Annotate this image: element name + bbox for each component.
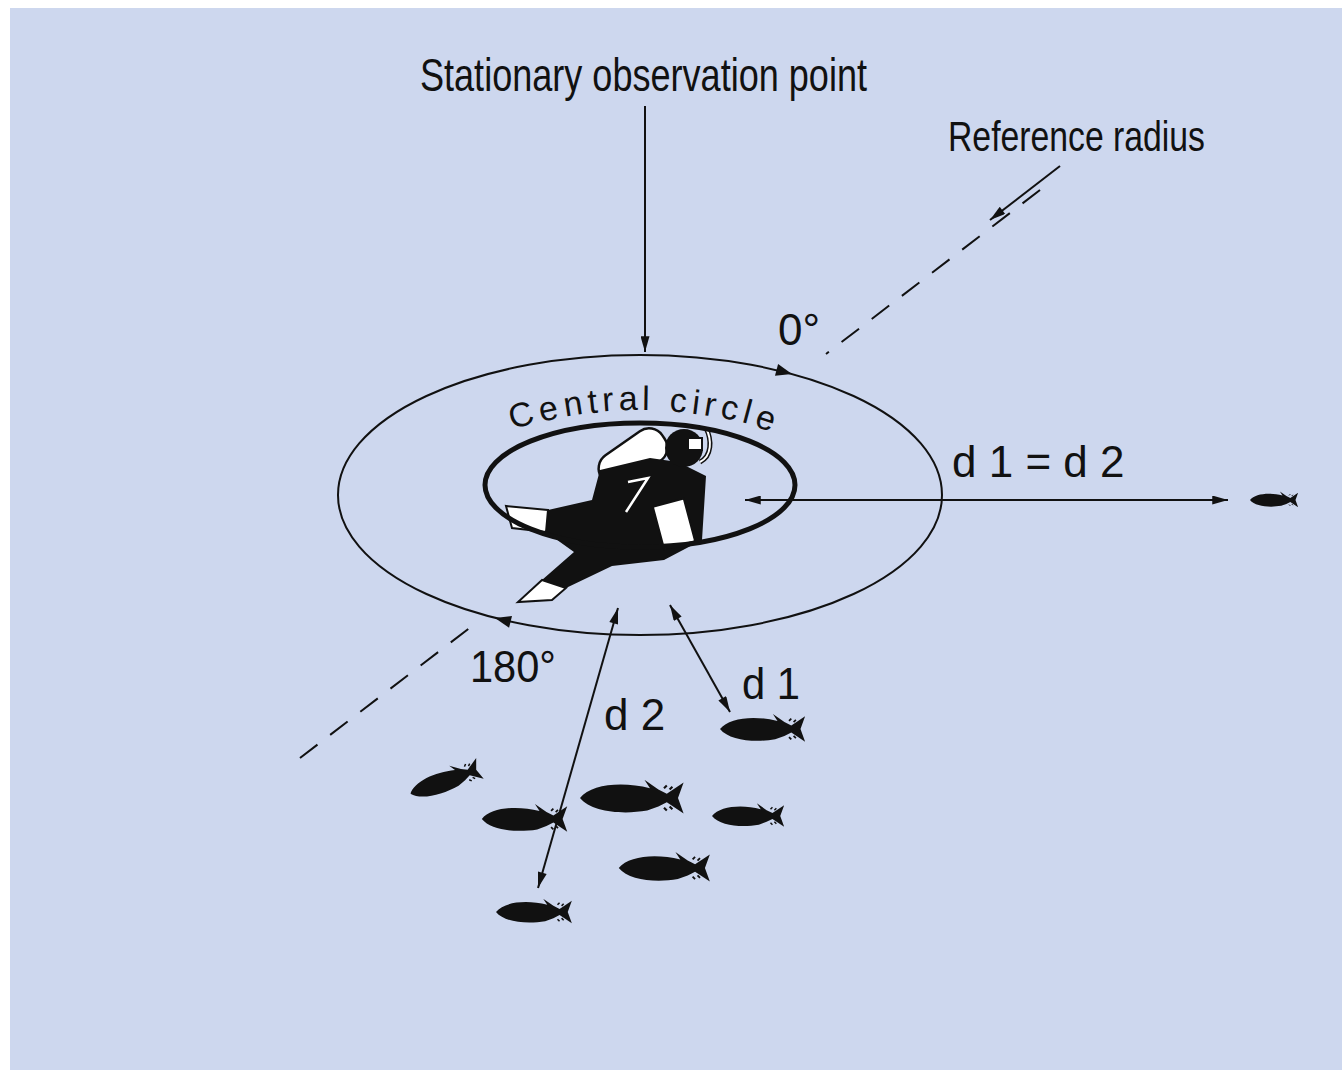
circle-label: Central circle [480,378,804,442]
arc-letter: r [702,386,719,421]
diagram-label: Stationary observation point [420,52,867,98]
arc-letter: e [535,389,561,426]
arc-letter: C [504,395,537,435]
diagram-label: d 2 [604,693,665,737]
arc-letter: l [642,381,650,415]
diagram-label: Reference radius [948,116,1205,158]
fish-school [406,492,1298,924]
direction-arrowhead [494,612,512,628]
reference-radius-line [300,620,480,758]
diver-figure [506,422,710,602]
leader-arrow [990,166,1060,220]
arc-letter: a [618,381,638,415]
circle-zone: Central circle [480,378,804,550]
arc-letter: t [586,383,599,418]
distance-arrow [670,605,730,712]
central-circle [485,423,795,547]
leader-arrow [644,106,646,352]
diagram-label: d 1 [742,662,800,706]
diagram-label: 180° [470,645,556,689]
water-background [10,8,1342,1070]
arc-letter: i [690,384,702,419]
reference-radius-line [826,190,1040,354]
arc-letter [655,381,666,415]
direction-arrowhead [775,364,794,380]
distance-arrow [745,499,1228,501]
arc-letter: c [718,389,742,426]
diagram-label: d 1 = d 2 [952,440,1124,484]
arc-letter: e [752,398,781,436]
arc-letter: c [669,382,689,417]
outer-circle [338,355,942,635]
diagram-label: 0° [778,308,820,352]
arc-letter: n [561,385,585,422]
arc-letter: r [601,382,615,417]
